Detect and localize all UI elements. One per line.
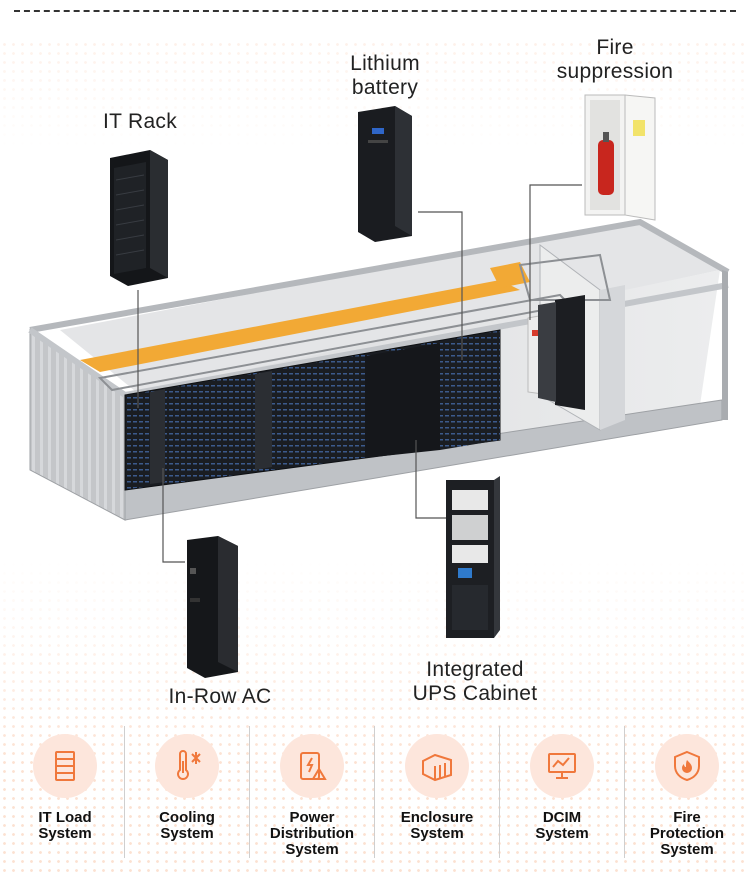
leader-lines	[137, 184, 582, 563]
it-rack-image	[110, 150, 168, 286]
system-divider	[624, 726, 625, 858]
label-line: Fire	[596, 36, 634, 59]
system-name-line: Distribution	[269, 825, 355, 842]
system-name-line: Protection	[649, 825, 725, 842]
label-it-rack: IT Rack	[80, 110, 200, 134]
label-line: In-Row AC	[168, 685, 272, 708]
system-divider	[374, 726, 375, 858]
power-panel-icon	[280, 734, 344, 798]
rack-row	[124, 329, 501, 491]
system-name-line: DCIM	[542, 809, 582, 826]
container-illustration	[28, 94, 730, 678]
system-name-line: System	[38, 825, 92, 842]
fire-shield-icon	[655, 734, 719, 798]
system-name-line: System	[160, 825, 214, 842]
label-line: suppression	[556, 60, 674, 83]
system-divider	[499, 726, 500, 858]
system-name-line: System	[535, 825, 589, 842]
system-divider	[124, 726, 125, 858]
label-inrow-ac: In-Row AC	[150, 685, 290, 709]
system-name-line: Enclosure	[400, 809, 474, 826]
label-line: IT Rack	[102, 110, 178, 133]
dashed-divider	[14, 10, 736, 12]
inrow-ac-image	[187, 536, 238, 678]
system-divider	[249, 726, 250, 858]
container-icon	[405, 734, 469, 798]
monitor-chart-icon	[530, 734, 594, 798]
rack-icon	[33, 734, 97, 798]
label-line: UPS Cabinet	[412, 682, 538, 705]
fire-suppression-image	[584, 94, 656, 221]
label-line: Integrated	[426, 658, 524, 681]
system-name-line: System	[410, 825, 464, 842]
label-line: Lithium	[350, 52, 420, 75]
label-line: battery	[351, 76, 419, 99]
system-name-line: Power	[289, 809, 335, 826]
system-name-line: System	[285, 841, 339, 858]
side-room-equipment	[527, 295, 585, 410]
system-name-line: Cooling	[159, 809, 215, 826]
system-name-line: IT Load	[38, 809, 92, 826]
system-name-line: Fire	[673, 809, 701, 826]
thermometer-snowflake-icon	[155, 734, 219, 798]
lithium-battery-image	[358, 106, 412, 242]
system-name-line: System	[660, 841, 714, 858]
ups-cabinet-image	[446, 476, 500, 638]
